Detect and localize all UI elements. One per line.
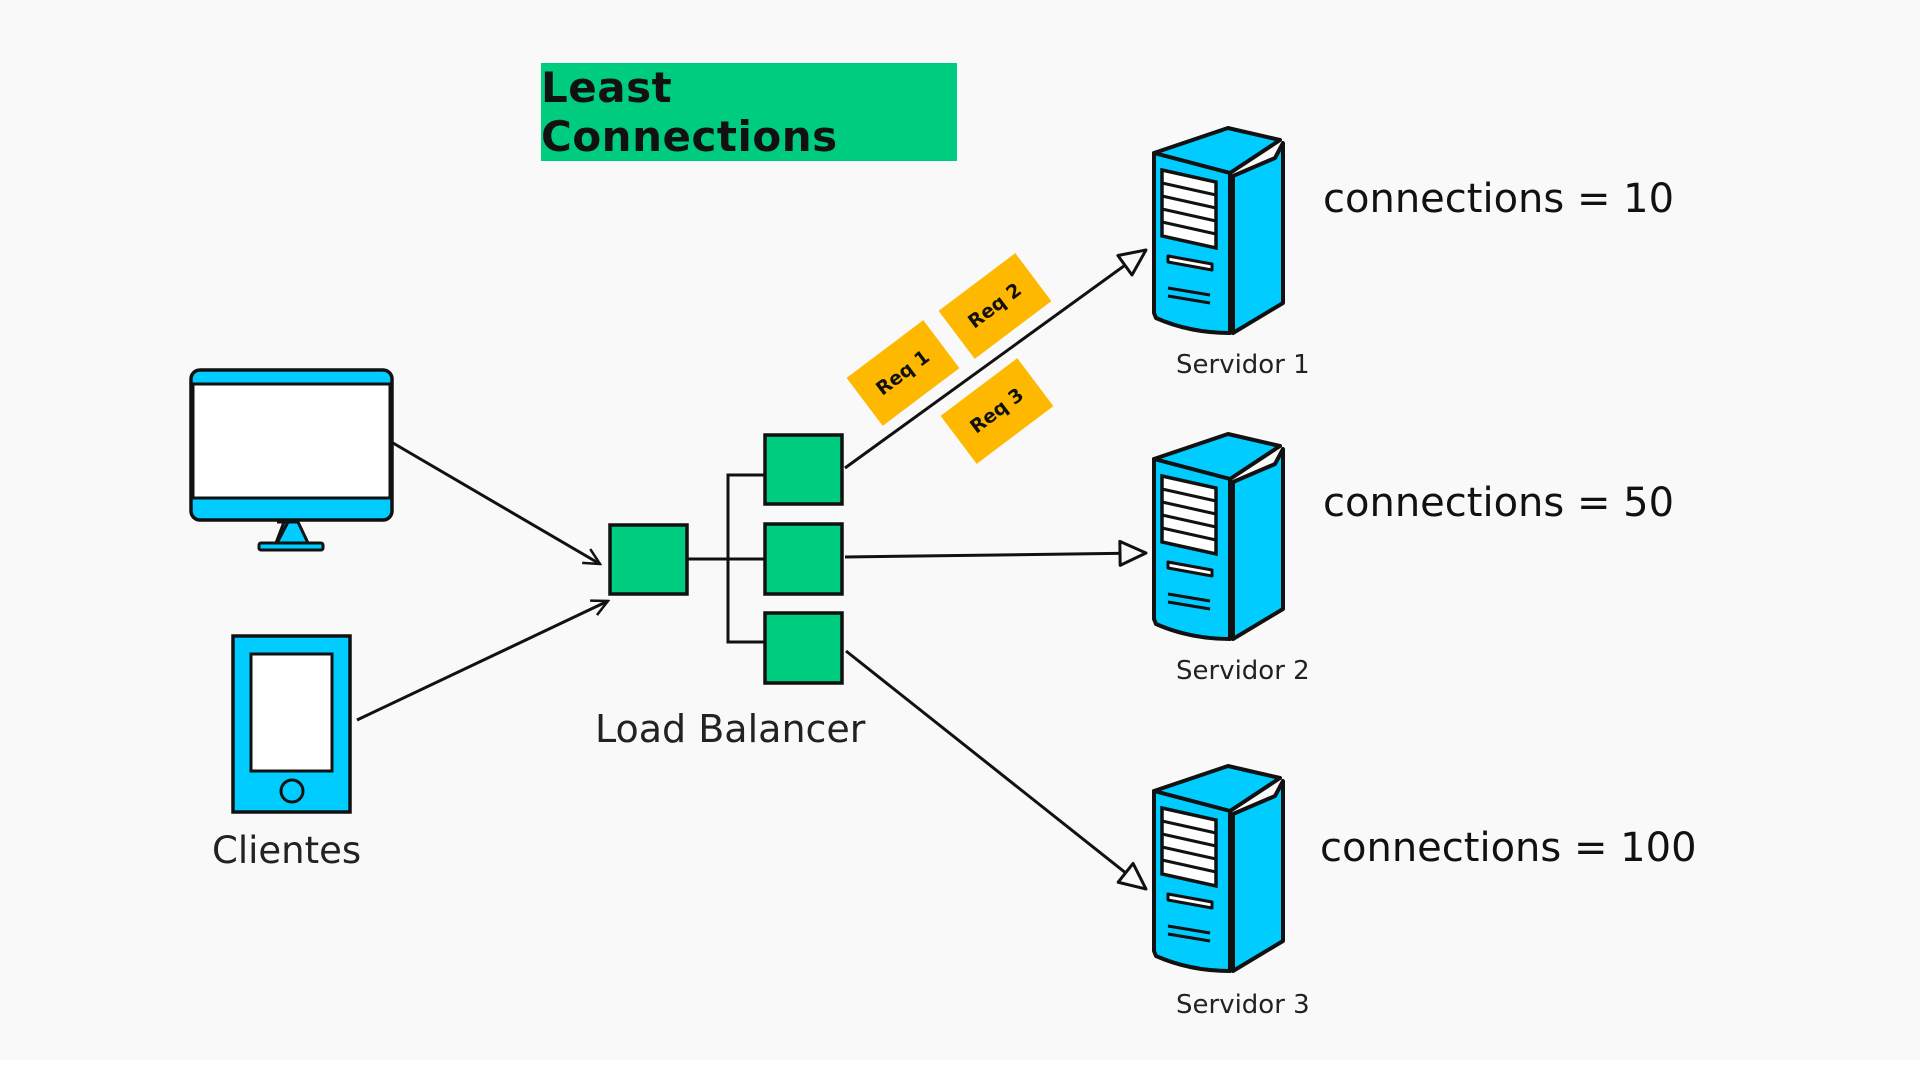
arrow-desktop-to-balancer — [392, 441, 600, 564]
clients-label: Clientes — [212, 829, 362, 872]
request-tag-2-bg — [938, 253, 1052, 359]
desktop-monitor-icon — [189, 368, 394, 552]
arrow-to-server-3 — [845, 649, 1148, 891]
load-balancer-label: Load Balancer — [595, 707, 866, 751]
diagram-title: Least Connections — [541, 63, 838, 161]
load-balancer-icon — [608, 433, 844, 685]
request-tag-3-bg — [940, 358, 1054, 464]
server-3-connections: connections = 100 — [1320, 825, 1697, 871]
arrow-phone-to-balancer — [356, 601, 608, 722]
server-1-icon — [1152, 126, 1285, 335]
smartphone-icon — [231, 634, 352, 814]
server-2-icon — [1152, 432, 1285, 641]
server-3-label: Servidor 3 — [1176, 990, 1310, 1020]
arrow-to-server-1 — [844, 248, 1148, 470]
server-1-label: Servidor 1 — [1176, 350, 1310, 380]
server-1-connections: connections = 10 — [1323, 176, 1675, 222]
request-tag-1-bg — [846, 320, 960, 426]
server-2-connections: connections = 50 — [1323, 480, 1675, 526]
server-3-icon — [1152, 764, 1285, 973]
title-banner — [541, 63, 957, 161]
server-2-label: Servidor 2 — [1176, 656, 1310, 686]
arrow-to-server-2 — [844, 539, 1148, 567]
